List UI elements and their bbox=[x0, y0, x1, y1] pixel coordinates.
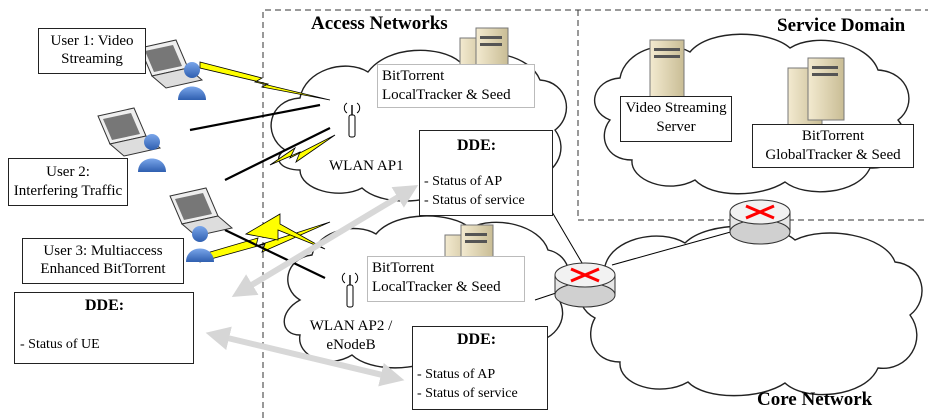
user2-laptop-icon bbox=[97, 107, 166, 172]
video-streaming-server bbox=[649, 39, 685, 103]
ap2-label-line2: eNodeB bbox=[326, 337, 376, 353]
router-2-icon bbox=[729, 199, 791, 245]
user3-label-box: User 3: Multiaccess Enhanced BitTorrent bbox=[22, 238, 184, 284]
dde-ap2-item-2: - Status of service bbox=[417, 386, 518, 401]
ap2-label-line1: WLAN AP2 / bbox=[309, 318, 393, 334]
dde-ue-box: DDE: - Status of UE bbox=[14, 292, 194, 364]
dde-ap2-box: DDE: - Status of AP - Status of service bbox=[412, 326, 548, 410]
dde-ap1-item-1: - Status of AP bbox=[424, 174, 503, 189]
dde-ap1-item-2: - Status of service bbox=[424, 193, 525, 208]
access-networks-title: Access Networks bbox=[311, 13, 448, 34]
router-1-icon bbox=[554, 262, 616, 308]
user2-label-box: User 2: Interfering Traffic bbox=[8, 158, 128, 206]
service-domain-region bbox=[577, 10, 928, 221]
service-domain-title: Service Domain bbox=[777, 15, 906, 36]
dde-ap2-item-1: - Status of AP bbox=[417, 367, 496, 382]
user3-laptop-icon bbox=[169, 187, 234, 262]
lightning-bolt-1 bbox=[199, 61, 331, 101]
user1-label-box: User 1: Video Streaming bbox=[38, 28, 146, 74]
ap2-antenna-icon bbox=[341, 272, 359, 308]
ap1-label: WLAN AP1 bbox=[329, 158, 404, 174]
signal-arrows bbox=[205, 185, 419, 387]
dde-ue-title: DDE: bbox=[85, 297, 125, 314]
global-tracker-server bbox=[787, 57, 845, 127]
video-server-label: Video Streaming Server bbox=[620, 96, 732, 142]
local-tracker-1-label: BitTorrent LocalTracker & Seed bbox=[377, 64, 535, 108]
lightning-bolt-4 bbox=[269, 134, 336, 166]
dde-ap1-title: DDE: bbox=[457, 137, 497, 154]
core-cloud bbox=[578, 225, 923, 397]
user1-laptop-icon bbox=[139, 39, 206, 100]
dde-ap1-box: DDE: - Status of AP - Status of service bbox=[419, 130, 553, 216]
global-tracker-label: BitTorrent GlobalTracker & Seed bbox=[752, 124, 914, 168]
dde-ue-item-1: - Status of UE bbox=[20, 337, 100, 352]
ap1-antenna-icon bbox=[343, 102, 361, 138]
core-network-title: Core Network bbox=[757, 389, 873, 410]
dde-ap2-title: DDE: bbox=[457, 331, 497, 348]
local-tracker-2-label: BitTorrent LocalTracker & Seed bbox=[367, 256, 525, 302]
